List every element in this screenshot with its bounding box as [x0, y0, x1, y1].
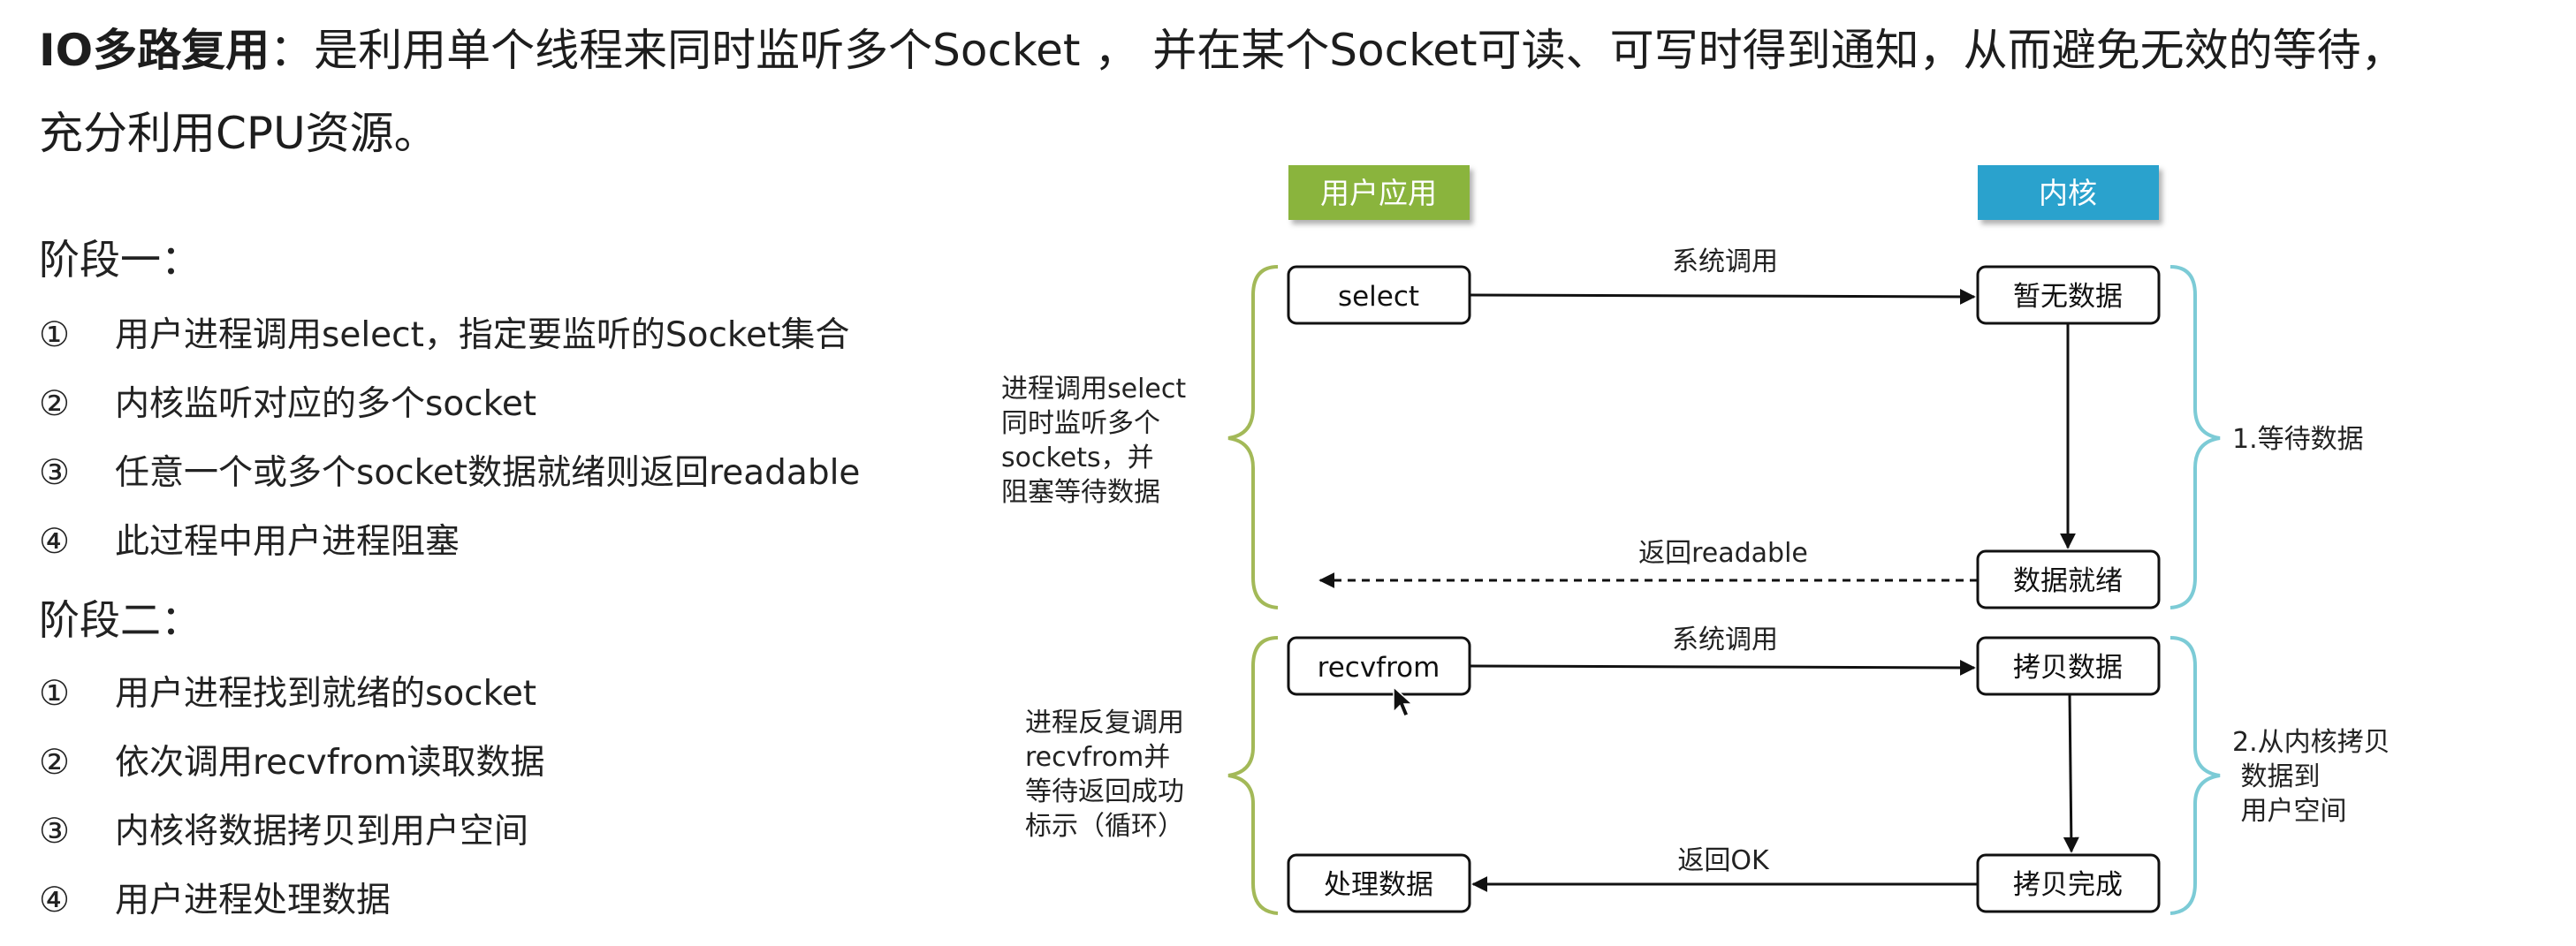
step-number: ③: [39, 812, 70, 851]
step-number: ④: [39, 522, 70, 562]
label-return-readable: 返回readable: [1638, 538, 1808, 569]
box-no-data-label: 暂无数据: [2013, 281, 2123, 313]
note-line: 等待返回成功: [1025, 776, 1184, 807]
step-number: ②: [39, 384, 70, 424]
arrow-syscall-1: [1469, 288, 1976, 305]
note-line: 进程反复调用: [1025, 708, 1184, 738]
step-text: 任意一个或多个socket数据就绪则返回readable: [115, 453, 861, 493]
header-user-app-label: 用户应用: [1320, 176, 1437, 210]
stage-2-step-1: ① 用户进程找到就绪的socket: [39, 666, 536, 715]
stage-2-title: 阶段二：: [39, 596, 201, 644]
intro-text: ：是利用单个线程来同时监听多个Socket ， 并在某个Socket可读、可写时…: [39, 25, 2405, 159]
stage-1-step-2: ② 内核监听对应的多个socket: [39, 376, 536, 426]
label-return-ok: 返回OK: [1677, 845, 1770, 876]
intro-term: IO多路复用: [39, 25, 270, 76]
box-copy-done-label: 拷贝完成: [2013, 869, 2123, 901]
note-line: sockets，并: [1001, 443, 1154, 473]
box-recvfrom-label: recvfrom: [1318, 652, 1440, 684]
note-line: 用户空间: [2232, 796, 2347, 827]
stage-2-step-4: ④ 用户进程处理数据: [39, 873, 391, 922]
note-line: 1.等待数据: [2232, 424, 2364, 455]
note-line: 标示（循环）: [1025, 811, 1184, 842]
box-recvfrom: recvfrom: [1287, 636, 1471, 696]
step-number: ③: [39, 453, 70, 493]
arrow-syscall-2: [1469, 659, 1976, 676]
note-user-phase-2: 进程反复调用 recvfrom并 等待返回成功 标示（循环）: [1025, 708, 1193, 842]
note-line: 同时监听多个: [1001, 408, 1160, 439]
box-process-data: 处理数据: [1287, 853, 1471, 913]
intro-paragraph: IO多路复用：是利用单个线程来同时监听多个Socket ， 并在某个Socket…: [39, 9, 2425, 175]
step-text: 用户进程处理数据: [115, 881, 391, 920]
step-number: ④: [39, 881, 70, 920]
step-number: ①: [39, 315, 70, 355]
step-text: 依次调用recvfrom读取数据: [115, 743, 545, 783]
step-text: 内核将数据拷贝到用户空间: [115, 812, 529, 851]
box-no-data: 暂无数据: [1976, 265, 2161, 325]
brace-user-phase-2: [1227, 636, 1279, 915]
stage-1-step-4: ④ 此过程中用户进程阻塞: [39, 514, 460, 564]
step-text: 用户进程调用select，指定要监听的Socket集合: [115, 315, 850, 355]
header-user-app: 用户应用: [1288, 165, 1470, 220]
stage-2-step-3: ③ 内核将数据拷贝到用户空间: [39, 804, 528, 853]
step-text: 用户进程找到就绪的socket: [115, 674, 537, 714]
mouse-cursor-icon: [1393, 685, 1414, 717]
box-copy-done: 拷贝完成: [1976, 853, 2161, 913]
header-kernel: 内核: [1978, 165, 2159, 220]
brace-kernel-phase-1: [2169, 265, 2221, 609]
header-user-app-bg: [1288, 165, 1470, 220]
note-line: 2.从内核拷贝: [2232, 727, 2390, 758]
box-data-ready-label: 数据就绪: [2013, 565, 2123, 597]
note-kernel-phase-2: 2.从内核拷贝 数据到 用户空间: [2232, 727, 2390, 827]
stage-1-step-1: ① 用户进程调用select，指定要监听的Socket集合: [39, 307, 849, 357]
label-syscall-1: 系统调用: [1672, 246, 1778, 277]
brace-kernel-phase-2: [2169, 636, 2221, 915]
step-number: ②: [39, 743, 70, 783]
brace-user-phase-1: [1227, 265, 1279, 609]
label-syscall-2: 系统调用: [1672, 624, 1778, 655]
box-copy-data-label: 拷贝数据: [2013, 652, 2123, 684]
note-line: 进程调用select: [1001, 374, 1186, 405]
box-process-data-label: 处理数据: [1324, 869, 1433, 901]
stage-1-step-3: ③ 任意一个或多个socket数据就绪则返回readable: [39, 445, 860, 495]
step-text: 此过程中用户进程阻塞: [115, 522, 460, 562]
note-line: recvfrom并: [1025, 742, 1170, 773]
note-line: 数据到: [2232, 761, 2321, 792]
note-user-phase-1: 进程调用select 同时监听多个 sockets，并 阻塞等待数据: [1001, 374, 1195, 508]
step-number: ①: [39, 674, 70, 714]
step-text: 内核监听对应的多个socket: [115, 384, 537, 424]
box-copy-data: 拷贝数据: [1976, 636, 2161, 696]
stage-2-step-2: ② 依次调用recvfrom读取数据: [39, 735, 544, 784]
note-line: 阻塞等待数据: [1001, 477, 1160, 508]
box-process-data-frame: [1287, 853, 1471, 913]
box-select: select: [1287, 265, 1471, 325]
arrow-kernel-copy: [2063, 693, 2079, 853]
stage-1-title: 阶段一：: [39, 236, 201, 284]
box-copy-data-frame: [1976, 636, 2161, 696]
note-kernel-phase-1: 1.等待数据: [2232, 424, 2364, 455]
box-data-ready: 数据就绪: [1976, 549, 2161, 609]
box-select-label: select: [1338, 281, 1419, 313]
header-kernel-label: 内核: [2039, 176, 2097, 210]
header-kernel-bg: [1978, 165, 2159, 220]
